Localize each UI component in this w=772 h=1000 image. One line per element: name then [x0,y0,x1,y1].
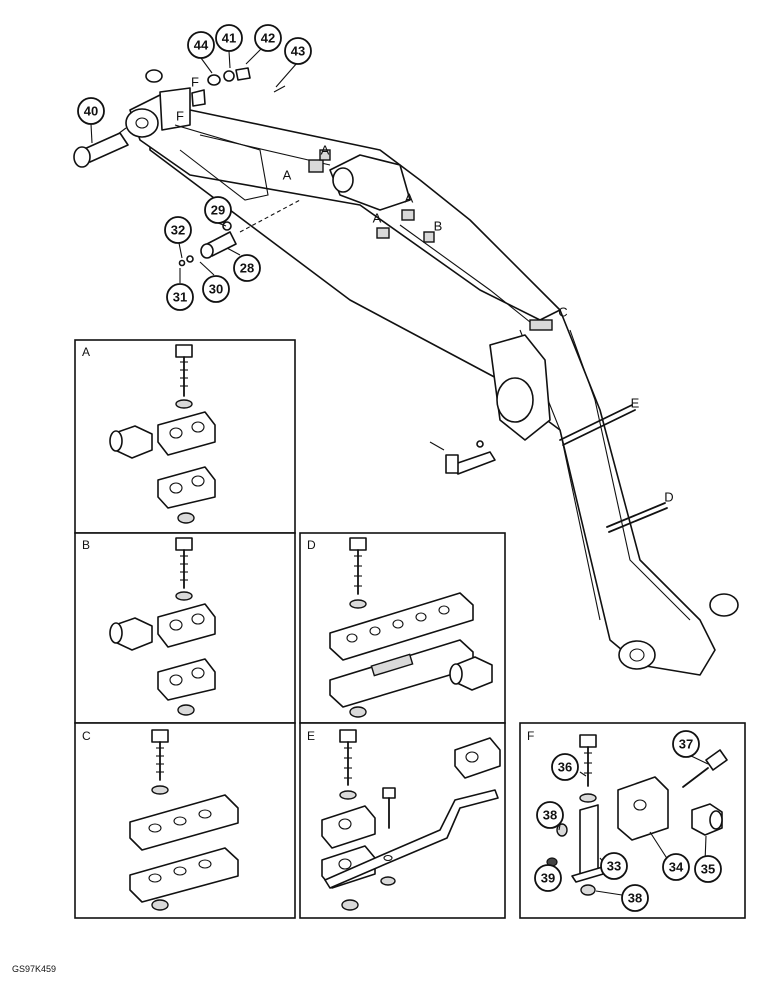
svg-text:C: C [82,729,91,743]
boom-letter-a3: A [373,211,382,226]
callout-41: 41 [215,24,243,52]
callout-31: 31 [166,283,194,311]
callout-35: 35 [694,855,722,883]
svg-text:E: E [307,729,315,743]
callout-30: 30 [202,275,230,303]
svg-text:36: 36 [558,760,572,775]
callout-39: 39 [534,864,562,892]
callout-28: 28 [233,254,261,282]
panel-e: E [299,722,506,919]
panel-b: B [74,532,296,724]
figure-code: GS97K459 [12,964,56,974]
svg-text:44: 44 [194,38,209,53]
panel-c: C [74,722,296,919]
svg-text:40: 40 [84,104,98,119]
svg-text:34: 34 [669,860,684,875]
svg-text:D: D [307,538,316,552]
boom-letter-a1: A [283,168,292,183]
callout-38-upper: 38 [536,801,564,829]
boom-letter-d1: D [664,490,673,505]
svg-text:29: 29 [211,203,225,218]
callout-40: 40 [77,97,105,125]
callout-42: 42 [254,24,282,52]
callout-36: 36 [551,753,579,781]
boom-letter-a2: A [321,143,330,158]
callout-37: 37 [672,730,700,758]
boom-letter-a4: A [405,191,414,206]
svg-text:F: F [527,729,534,743]
svg-text:B: B [82,538,90,552]
svg-text:30: 30 [209,282,223,297]
callout-38-lower: 38 [621,884,649,912]
boom-callouts: 44 41 42 43 40 29 32 28 [77,24,312,311]
callout-29: 29 [204,196,232,224]
boom-letter-c1: C [558,305,567,320]
boom-letter-f2: F [176,109,184,124]
svg-text:38: 38 [543,808,557,823]
svg-text:32: 32 [171,223,185,238]
callout-32: 32 [164,216,192,244]
boom-letter-labels: F F A A A A B C E D [176,75,674,505]
svg-text:A: A [82,345,90,359]
svg-text:42: 42 [261,31,275,46]
svg-text:41: 41 [222,31,236,46]
top-hardware [73,67,286,267]
panel-f: F 37 [519,722,746,919]
boom-letter-f1: F [191,75,199,90]
panel-d: D [299,532,506,724]
svg-text:31: 31 [173,290,187,305]
boom-letter-b1: B [434,219,443,234]
svg-text:38: 38 [628,891,642,906]
callout-44: 44 [187,31,215,59]
callout-33: 33 [600,852,628,880]
svg-text:28: 28 [240,261,254,276]
svg-text:37: 37 [679,737,693,752]
svg-text:39: 39 [541,871,555,886]
panel-a: A [74,339,296,534]
callout-43: 43 [284,37,312,65]
boom-letter-e1: E [631,396,640,411]
svg-text:33: 33 [607,859,621,874]
callout-34: 34 [662,853,690,881]
boom-structure [125,87,739,676]
svg-text:43: 43 [291,44,305,59]
svg-text:35: 35 [701,862,715,877]
